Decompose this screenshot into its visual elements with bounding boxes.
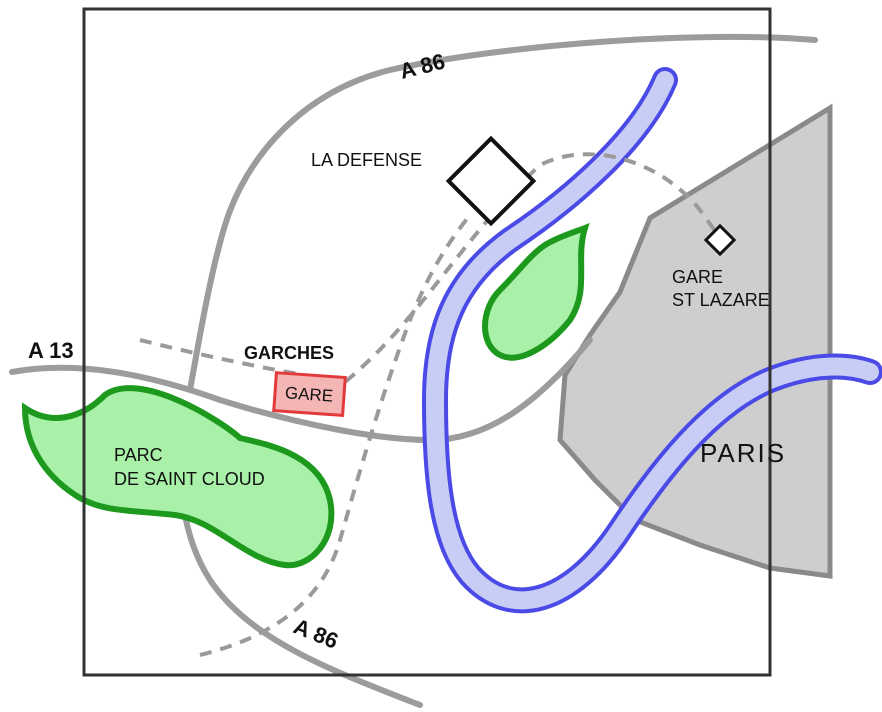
label-a86-south: A 86 bbox=[290, 613, 342, 653]
river-seine-water bbox=[425, 71, 879, 610]
label-gare-st-lazare-line2: ST LAZARE bbox=[672, 290, 770, 310]
label-garches: GARCHES bbox=[244, 343, 334, 363]
garches-station-box bbox=[272, 371, 347, 417]
label-gare-st-lazare-line1: GARE bbox=[672, 267, 723, 287]
park-saint-cloud bbox=[21, 385, 335, 569]
label-a13: A 13 bbox=[28, 338, 74, 363]
label-a86-north: A 86 bbox=[397, 49, 447, 84]
la-defense-marker bbox=[445, 135, 537, 227]
label-parc-line2: DE SAINT CLOUD bbox=[114, 469, 265, 489]
road-a86-north bbox=[187, 33, 818, 393]
map-frame bbox=[82, 7, 772, 677]
railway-south bbox=[199, 213, 472, 657]
road-a13 bbox=[9, 337, 593, 444]
label-paris: PARIS bbox=[700, 438, 786, 468]
label-la-defense: LA DEFENSE bbox=[311, 150, 422, 170]
park-island bbox=[482, 222, 590, 361]
label-parc-line1: PARC bbox=[114, 445, 163, 465]
paris-area bbox=[557, 103, 833, 579]
railway-st-lazare bbox=[139, 152, 720, 385]
label-gare: GARE bbox=[284, 383, 333, 405]
gare-st-lazare-marker bbox=[703, 223, 737, 257]
